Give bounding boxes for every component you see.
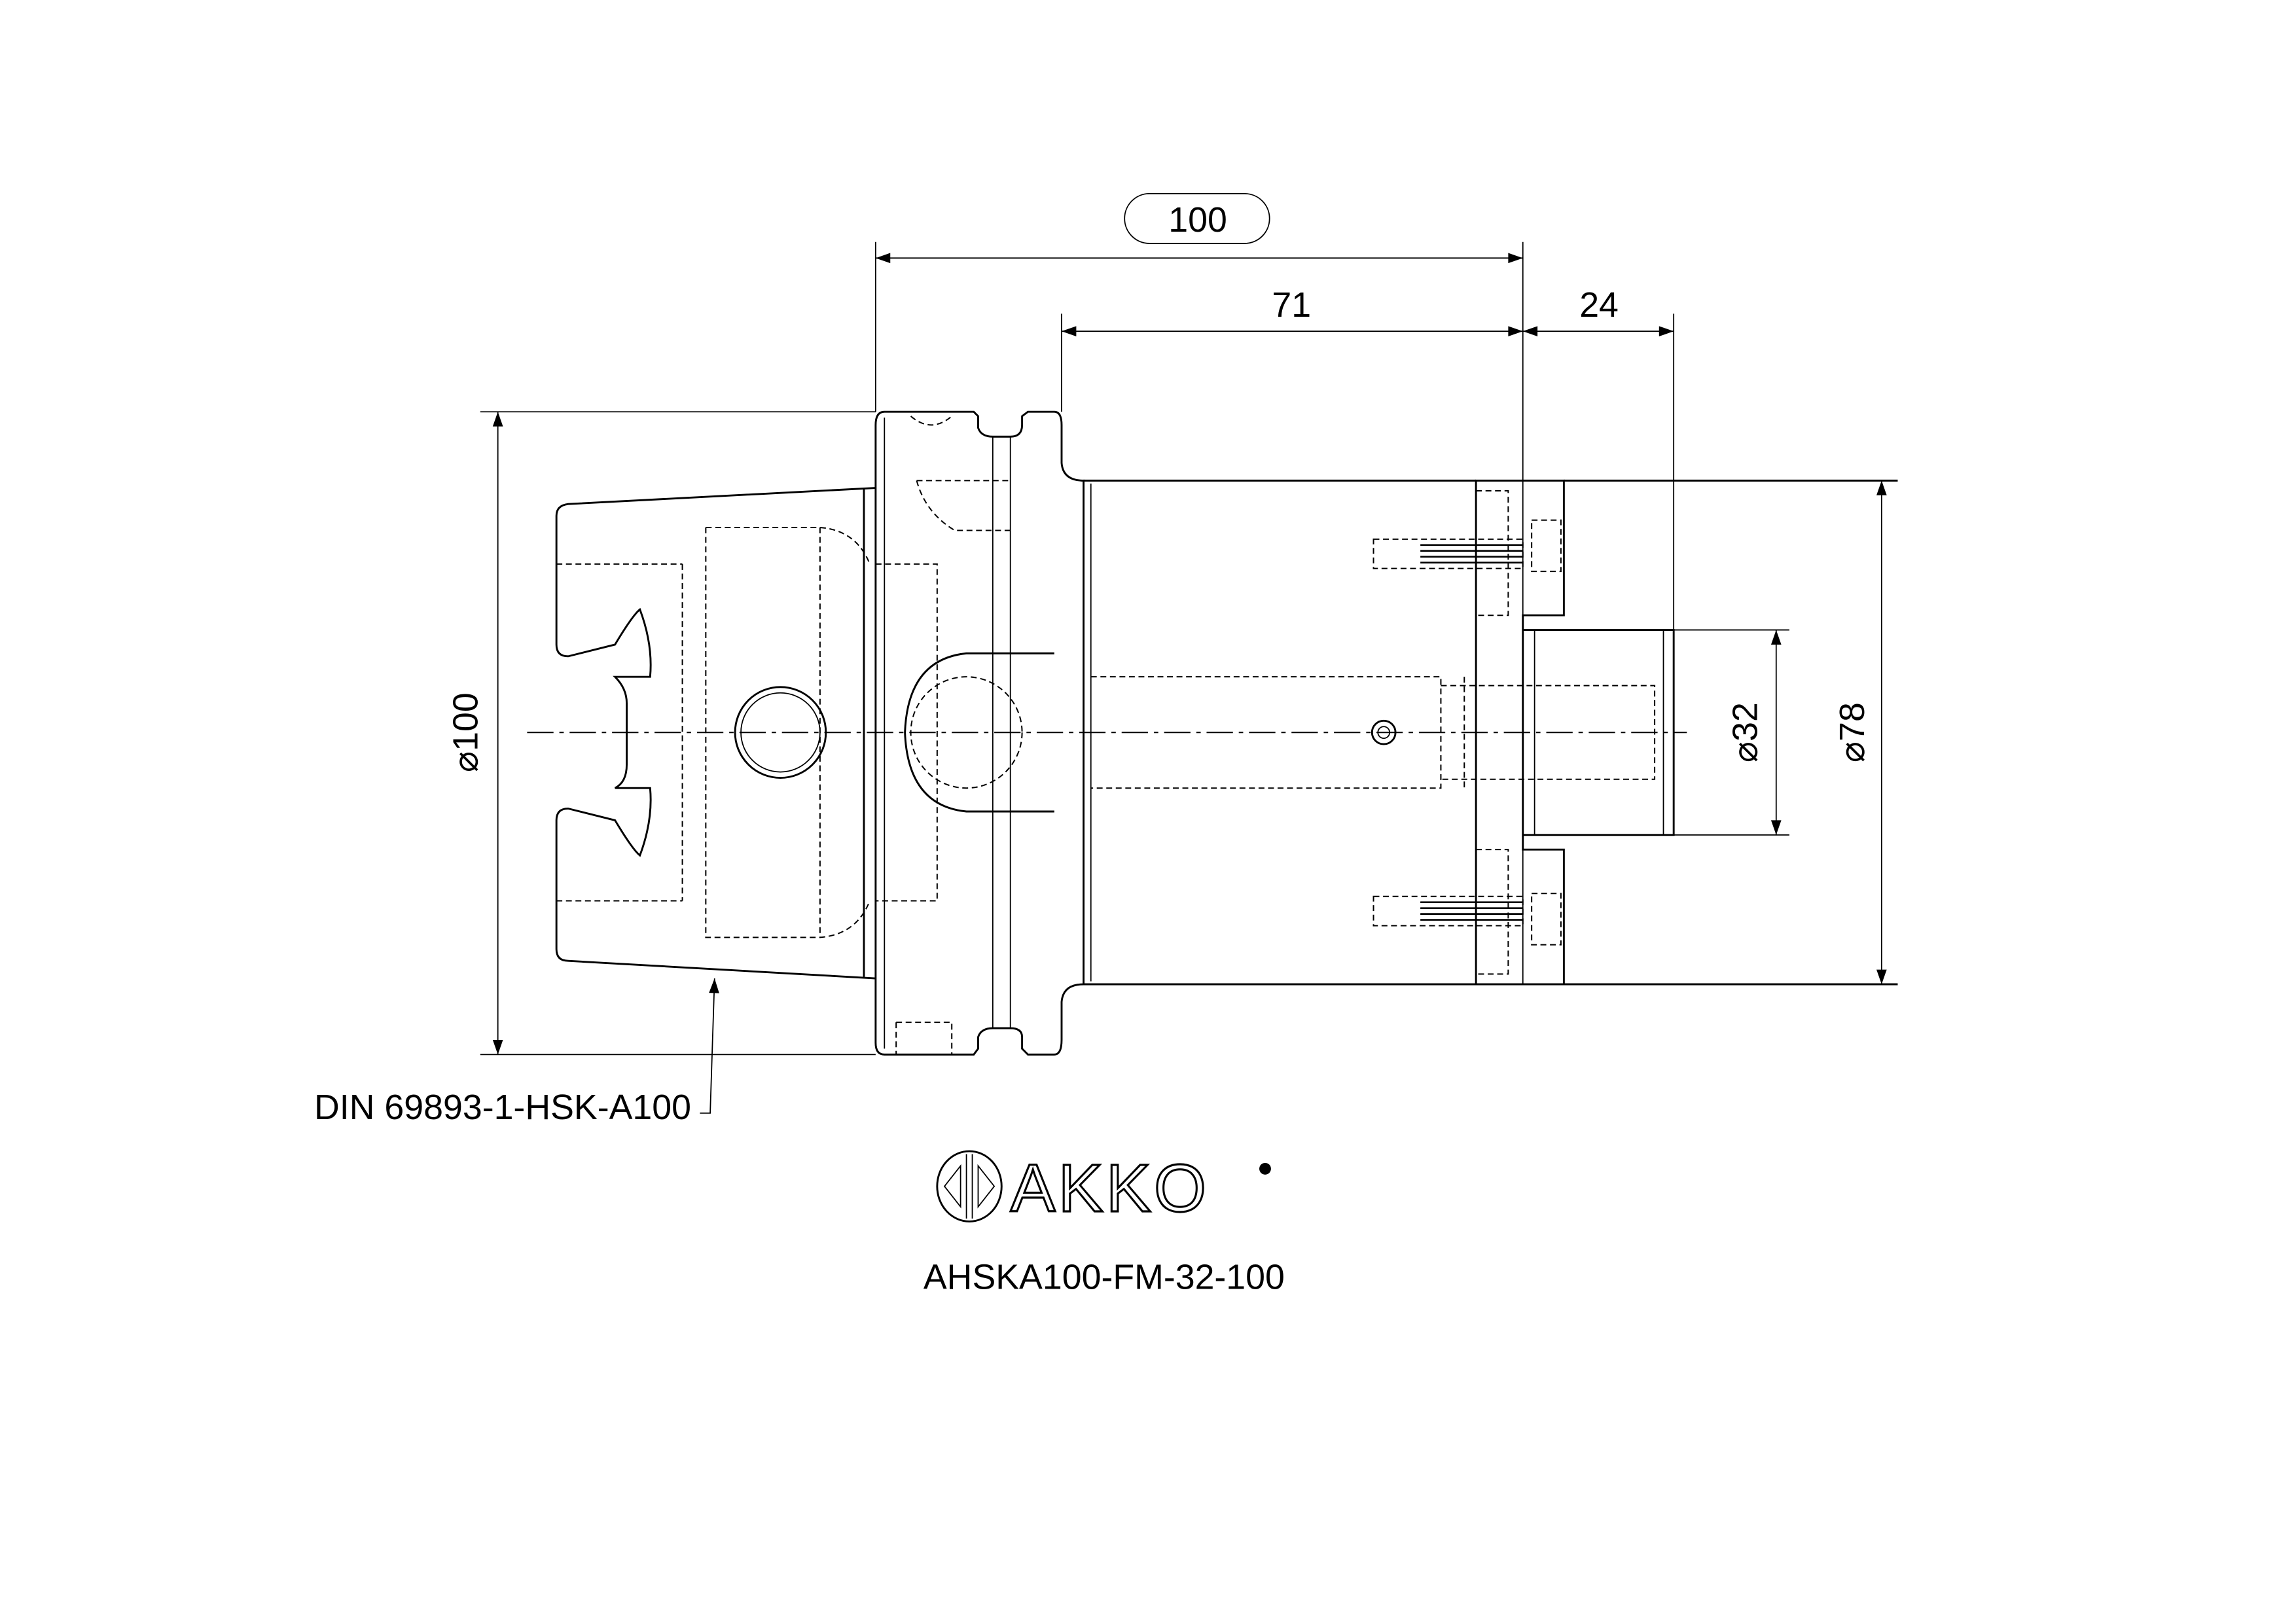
set-screw	[1371, 719, 1397, 745]
flange	[874, 410, 1092, 1056]
dim-flange-diameter: ⌀100	[446, 692, 485, 772]
akko-logo: AKKO	[936, 1149, 1271, 1226]
screw-bottom	[1372, 895, 1524, 927]
dim-body-diameter: ⌀78	[1833, 702, 1872, 762]
dim-overall-length: 100	[1168, 200, 1227, 240]
pilot	[1522, 629, 1789, 836]
dim-pilot-diameter: ⌀32	[1726, 702, 1765, 762]
dimensions	[480, 192, 1887, 1114]
body	[1083, 479, 1656, 986]
taper-standard-label: DIN 69893-1-HSK-A100	[314, 1088, 691, 1127]
face-plate	[1372, 479, 1898, 986]
dim-pilot-length: 24	[1579, 285, 1619, 325]
screw-top	[1372, 538, 1524, 569]
svg-text:AKKO: AKKO	[1011, 1150, 1210, 1226]
dim-body-length: 71	[1272, 285, 1311, 325]
hsk-taper	[555, 487, 938, 980]
coolant-hole	[734, 686, 827, 779]
model-number: AHSKA100-FM-32-100	[924, 1257, 1285, 1296]
